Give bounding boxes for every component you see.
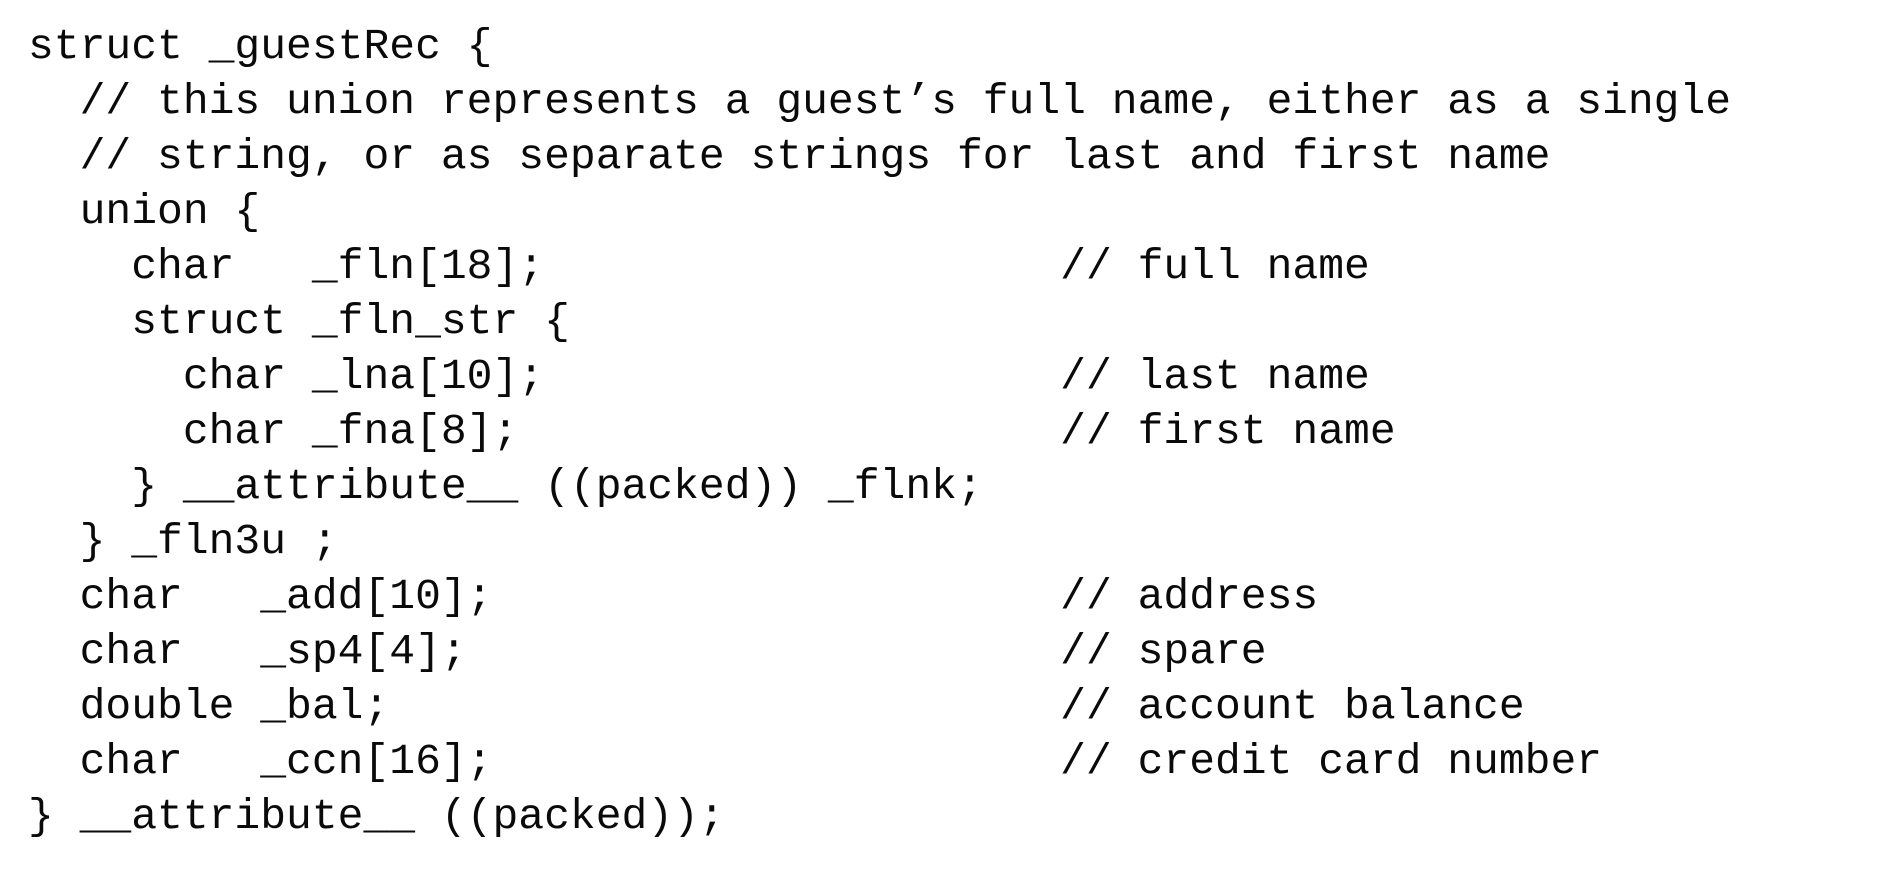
code-line-comment-1: // this union represents a guest’s full … bbox=[28, 77, 1732, 126]
code-line-struct-close: } __attribute__ ((packed)); bbox=[28, 792, 725, 841]
code-line-union-close: } _fln3u ; bbox=[28, 517, 338, 566]
code-line-bal: double _bal; // account balance bbox=[28, 682, 1525, 731]
code-line-fna: char _fna[8]; // first name bbox=[28, 407, 1396, 456]
code-line-add: char _add[10]; // address bbox=[28, 572, 1319, 621]
code-line-ccn: char _ccn[16]; // credit card number bbox=[28, 737, 1603, 786]
code-line-flnstr-open: struct _fln_str { bbox=[28, 297, 570, 346]
code-line-comment-2: // string, or as separate strings for la… bbox=[28, 132, 1551, 181]
code-line-sp4: char _sp4[4]; // spare bbox=[28, 627, 1267, 676]
code-line-struct-open: struct _guestRec { bbox=[28, 22, 493, 71]
code-listing: struct _guestRec { // this union represe… bbox=[28, 22, 1732, 841]
code-line-fln: char _fln[18]; // full name bbox=[28, 242, 1370, 291]
code-line-union-open: union { bbox=[28, 187, 261, 236]
code-line-lna: char _lna[10]; // last name bbox=[28, 352, 1370, 401]
code-line-flnstr-close: } __attribute__ ((packed)) _flnk; bbox=[28, 462, 983, 511]
